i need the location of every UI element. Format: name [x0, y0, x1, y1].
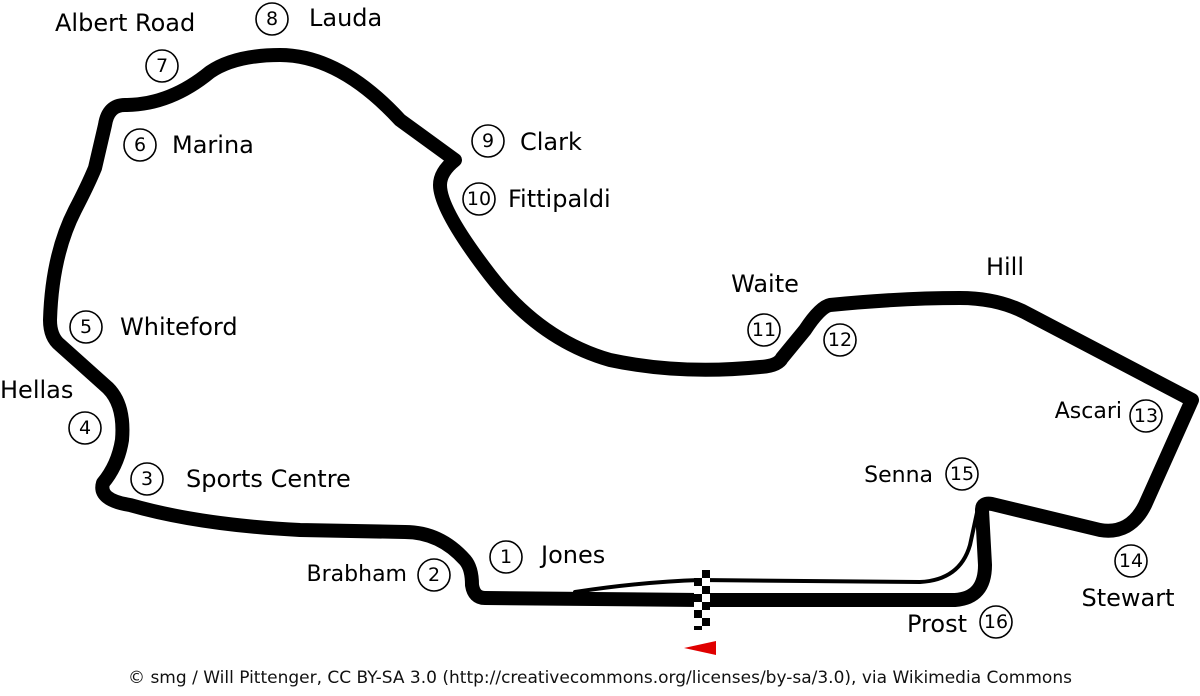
corner-number: 16 [984, 611, 1008, 633]
hill-label: Hill [986, 253, 1024, 281]
track-outline [43, 48, 1199, 607]
corner-number-badge [145, 49, 179, 83]
corner-name: Jones [539, 541, 605, 569]
corner-number: 2 [428, 564, 440, 586]
corner-number-badge [417, 558, 451, 592]
corner-name: Senna [864, 463, 933, 488]
corner-4: 4 Hellas [0, 376, 102, 445]
corner-number: 14 [1119, 550, 1143, 572]
corner-number: 5 [80, 316, 92, 338]
corner-name: Stewart [1081, 584, 1174, 612]
direction-arrow-icon [684, 641, 716, 655]
attribution-credit: © smg / Will Pittenger, CC BY-SA 3.0 (ht… [128, 668, 1072, 688]
corner-12: 12 [823, 323, 857, 357]
corner-13: 13 Ascari [1055, 399, 1163, 433]
corner-number-badge [123, 128, 157, 162]
corner-number-badge [462, 182, 496, 216]
corner-number: 9 [482, 130, 494, 152]
start-finish-line [694, 570, 710, 630]
corner-9: 9 Clark [471, 124, 582, 158]
corner-name: Sports Centre [186, 465, 351, 493]
corner-number-badge [471, 124, 505, 158]
corner-number-badge [255, 2, 289, 36]
corner-number: 7 [156, 55, 168, 77]
corner-number-badge [945, 457, 979, 491]
corner-number: 13 [1134, 405, 1158, 427]
corner-number: 4 [79, 417, 91, 439]
corner-number-badge [1129, 399, 1163, 433]
corner-2: 2 Brabham [307, 558, 451, 592]
corner-name: Waite [731, 270, 799, 298]
corner-name: Clark [520, 128, 582, 156]
corner-number-badge [68, 411, 102, 445]
corner-name: Albert Road [55, 9, 195, 37]
corner-number-badge [489, 540, 523, 574]
corner-number-badge [1114, 544, 1148, 578]
corner-number: 12 [828, 329, 852, 351]
corner-number-badge [823, 323, 857, 357]
corner-8: 8 Lauda [255, 2, 382, 36]
pit-lane [573, 506, 980, 594]
corner-name: Brabham [307, 562, 407, 587]
corner-number-badge [747, 313, 781, 347]
corner-7: 7 Albert Road [55, 9, 195, 83]
corner-name: Ascari [1055, 399, 1122, 424]
corner-number: 15 [950, 463, 974, 485]
corner-15: 15 Senna [864, 457, 979, 491]
corner-1: 1 Jones [489, 540, 605, 574]
corner-number: 3 [141, 468, 153, 490]
corner-number-badge [69, 310, 103, 344]
corner-14: 14 Stewart [1081, 544, 1175, 612]
corner-6: 6 Marina [123, 128, 254, 162]
corner-3: 3 Sports Centre [130, 462, 351, 496]
corner-number: 10 [467, 188, 491, 210]
corner-number-badge [979, 605, 1013, 639]
corner-11: 11 Waite [731, 270, 799, 347]
corner-number: 6 [134, 134, 146, 156]
corner-name: Fittipaldi [508, 185, 611, 213]
corner-name: Lauda [309, 4, 382, 32]
corner-10: 10 Fittipaldi [462, 182, 611, 216]
corner-16: 16 Prost [907, 605, 1013, 639]
corner-number: 8 [266, 8, 278, 30]
corner-name: Whiteford [120, 313, 238, 341]
corner-name: Prost [907, 610, 967, 638]
corner-number: 1 [500, 546, 512, 568]
corner-5: 5 Whiteford [69, 310, 238, 344]
corner-name: Hellas [0, 376, 73, 404]
corner-name: Marina [172, 131, 254, 159]
corner-number-badge [130, 462, 164, 496]
corner-number: 11 [752, 319, 776, 341]
